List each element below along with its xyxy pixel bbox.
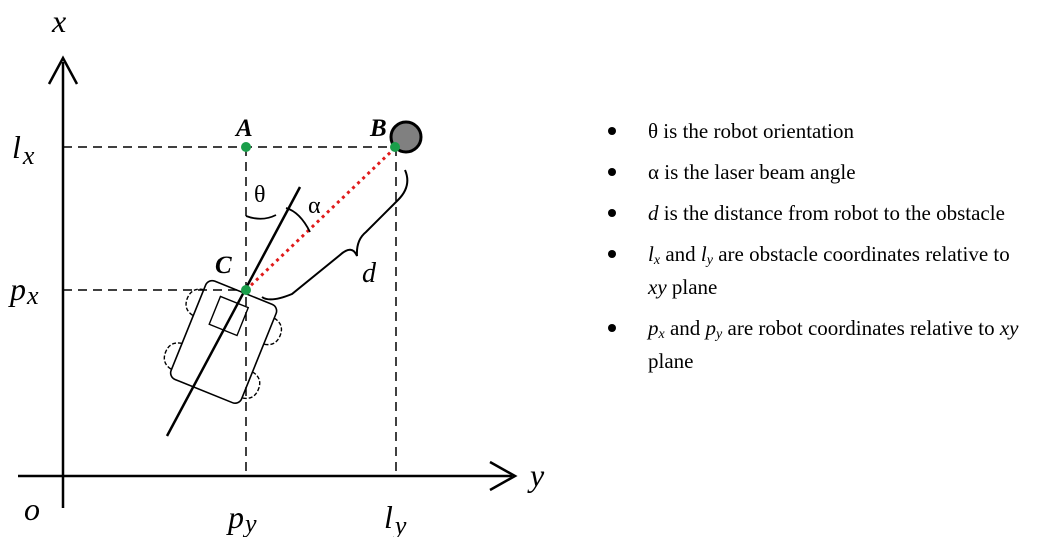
distance-brace: [261, 169, 409, 301]
theta-arc: [245, 214, 277, 220]
legend-text: p: [648, 316, 659, 340]
legend-text: x: [658, 327, 665, 342]
legend-text: xy: [648, 275, 667, 299]
x-axis-arrowhead: [47, 55, 79, 85]
legend-text: are obstacle coordinates relative to: [712, 242, 1010, 266]
py-label: py: [226, 499, 257, 537]
legend-text: and: [664, 316, 706, 340]
point-a-label: A: [234, 115, 253, 142]
legend-item: lx and ly are obstacle coordinates relat…: [600, 241, 1020, 300]
bullet-icon: [608, 168, 616, 176]
robot: [163, 279, 283, 404]
bullet-icon: [608, 250, 616, 258]
theta-label: θ: [254, 182, 266, 208]
legend-text: l: [700, 242, 707, 266]
legend-item: θ is the robot orientation: [600, 118, 1020, 144]
legend-item: d is the distance from robot to the obst…: [600, 200, 1020, 226]
ly-label: ly: [384, 499, 407, 537]
point-b-marker: [390, 142, 400, 152]
axis-y-label: y: [527, 457, 545, 493]
point-b-label: B: [369, 115, 387, 142]
legend-text: and: [660, 242, 701, 266]
legend-text: is the distance from robot to the obstac…: [658, 201, 1005, 225]
y-axis-arrowhead: [489, 460, 518, 492]
legend: θ is the robot orientation α is the laser…: [600, 118, 1020, 389]
px-label: px: [8, 271, 39, 310]
legend-text: plane: [666, 275, 718, 299]
legend-text: α is the laser beam angle: [648, 160, 856, 184]
legend-list: θ is the robot orientation α is the laser…: [600, 118, 1020, 374]
legend-text: y: [706, 253, 713, 268]
legend-text: d: [648, 201, 659, 225]
lx-label: lx: [12, 129, 35, 170]
bullet-icon: [608, 127, 616, 135]
legend-text: are robot coordinates relative to: [722, 316, 1000, 340]
axis-x-label: x: [51, 3, 66, 39]
alpha-label: α: [308, 193, 321, 219]
robot-orientation-line: [165, 186, 302, 437]
bullet-icon: [608, 209, 616, 217]
distance-label: d: [362, 258, 377, 289]
legend-text: plane: [648, 349, 694, 373]
legend-text: x: [653, 253, 661, 268]
origin-label: o: [24, 491, 40, 527]
legend-text: θ is the robot orientation: [648, 119, 855, 143]
legend-text: p: [705, 316, 717, 340]
alpha-arc: [285, 207, 311, 233]
point-c-label: C: [215, 252, 232, 279]
legend-item: α is the laser beam angle: [600, 159, 1020, 185]
point-a-marker: [241, 142, 251, 152]
legend-text: xy: [999, 316, 1019, 340]
legend-text: l: [648, 242, 654, 266]
legend-text: y: [716, 327, 723, 342]
bullet-icon: [608, 324, 616, 332]
legend-item: px and py are robot coordinates relative…: [600, 315, 1020, 374]
point-c-marker: [241, 285, 251, 295]
